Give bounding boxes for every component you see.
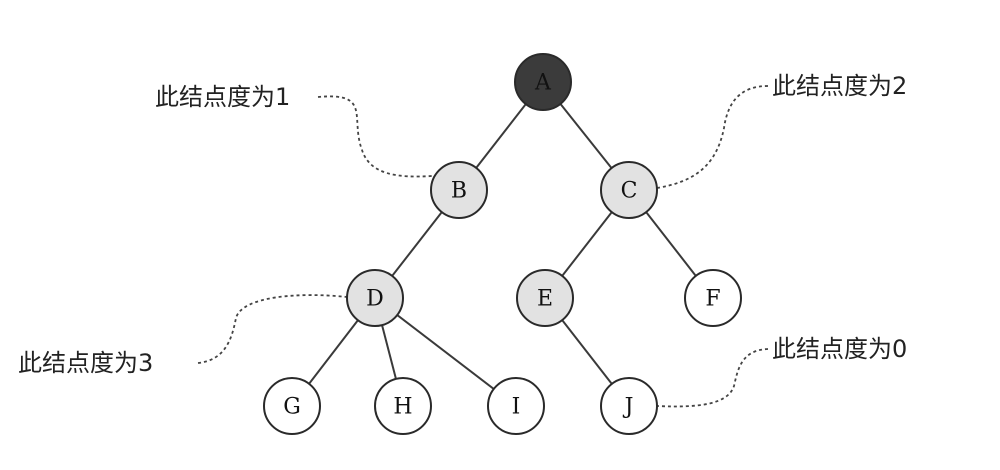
node-j-label: J xyxy=(623,395,634,420)
edge-d-i xyxy=(374,297,517,407)
note-c-leader xyxy=(656,85,769,189)
node-d-label: D xyxy=(366,287,384,312)
note-d-label: 此结点度为3 xyxy=(18,349,153,377)
node-f: F xyxy=(684,269,742,327)
node-b-label: B xyxy=(451,179,467,204)
node-e-circle xyxy=(516,269,574,327)
node-i-circle xyxy=(487,377,545,435)
node-c-circle xyxy=(600,161,658,219)
node-f-label: F xyxy=(705,287,720,312)
node-f-circle xyxy=(684,269,742,327)
node-h-circle xyxy=(374,377,432,435)
note-b-label: 此结点度为1 xyxy=(155,83,290,111)
node-d-circle xyxy=(346,269,404,327)
node-j: J xyxy=(600,377,658,435)
note-b-leader xyxy=(317,95,433,178)
node-b-circle xyxy=(430,161,488,219)
note-d-leader xyxy=(197,294,348,364)
node-a-label: A xyxy=(534,71,552,96)
node-a-circle xyxy=(514,53,572,111)
note-j-leader xyxy=(656,348,769,408)
node-e-label: E xyxy=(537,287,553,312)
node-g: G xyxy=(263,377,321,435)
node-j-circle xyxy=(600,377,658,435)
node-i-label: I xyxy=(512,395,521,420)
nodes-layer: A B C D E F G H I J xyxy=(263,53,742,435)
annotations-layer: 此结点度为1 此结点度为2 此结点度为3 此结点度为0 xyxy=(18,72,907,377)
node-h: H xyxy=(374,377,432,435)
note-c-label: 此结点度为2 xyxy=(772,72,907,100)
node-b: B xyxy=(430,161,488,219)
node-i: I xyxy=(487,377,545,435)
node-h-label: H xyxy=(393,395,412,420)
node-a: A xyxy=(514,53,572,111)
note-j-label: 此结点度为0 xyxy=(772,335,907,363)
node-c: C xyxy=(600,161,658,219)
edges-layer xyxy=(291,81,714,407)
node-d: D xyxy=(346,269,404,327)
node-e: E xyxy=(516,269,574,327)
annotation-leaders xyxy=(197,85,769,408)
node-c-label: C xyxy=(621,179,638,204)
node-g-circle xyxy=(263,377,321,435)
node-g-label: G xyxy=(283,395,301,420)
